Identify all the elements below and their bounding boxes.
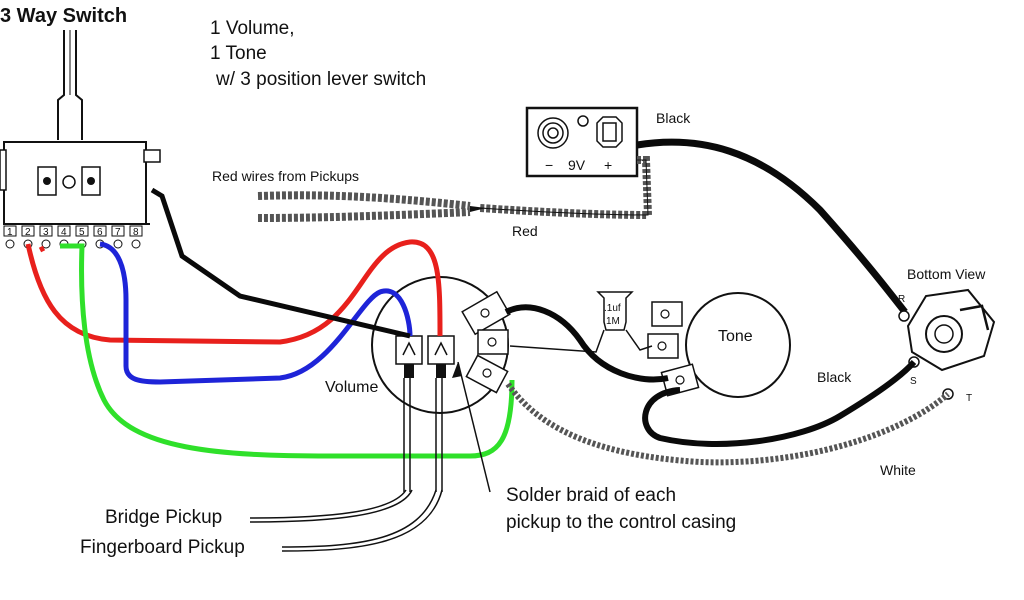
battery-9v: − 9V + xyxy=(525,106,639,178)
tone-label: Tone xyxy=(718,328,753,345)
black-right-label: Black xyxy=(817,369,852,385)
terminal-7-label: 7 xyxy=(115,227,121,238)
battery-black-wire xyxy=(636,138,908,315)
red-switch-wire xyxy=(25,239,443,345)
output-jack xyxy=(898,288,996,400)
battery-voltage-label: 9V xyxy=(568,157,586,173)
black-top-label: Black xyxy=(656,110,691,126)
note-arrow xyxy=(457,361,491,493)
note-line-1: Solder braid of each xyxy=(506,485,676,506)
jack-s-label: S xyxy=(910,376,917,387)
bridge-pickup-label: Bridge Pickup xyxy=(105,507,222,528)
switch-terminals: 1 2 3 4 5 6 7 8 xyxy=(3,225,143,238)
tone-to-jack-black-wire xyxy=(642,359,917,447)
braid-ground-wire xyxy=(505,382,950,466)
pickup-red-twisted-wire-bottom xyxy=(257,208,471,222)
terminal-2-label: 2 xyxy=(25,227,31,238)
pickup-leads xyxy=(403,378,443,492)
green-switch-wire xyxy=(60,243,515,459)
capacitor-value-label: .1uf xyxy=(604,303,621,314)
volume-to-tone-black-wire xyxy=(504,304,669,383)
description-line-3: w/ 3 position lever switch xyxy=(215,69,426,90)
terminal-6-label: 6 xyxy=(97,227,103,238)
battery-minus-label: − xyxy=(545,157,553,173)
terminal-3-label: 3 xyxy=(43,227,49,238)
tone-capacitor: .1uf 1M xyxy=(509,291,653,353)
terminal-8-label: 8 xyxy=(133,227,139,238)
jack-t-label: T xyxy=(966,393,972,404)
jack-r-label: R xyxy=(898,294,905,305)
bridge-pickup-leader xyxy=(249,489,407,519)
diagram-title: 3 Way Switch xyxy=(0,5,127,27)
pickup-red-twisted-wire-top xyxy=(257,191,471,210)
fingerboard-pickup-leader xyxy=(281,489,437,548)
battery-plus-label: + xyxy=(604,157,612,173)
black-switch-wire xyxy=(150,187,411,339)
blue-switch-wire xyxy=(99,241,413,385)
fingerboard-pickup-label: Fingerboard Pickup xyxy=(80,537,245,558)
red-wires-label: Red wires from Pickups xyxy=(212,168,359,184)
capacitor-code-label: 1M xyxy=(606,316,620,327)
tone-pot xyxy=(647,292,791,398)
red-label: Red xyxy=(512,223,538,239)
volume-label: Volume xyxy=(325,379,378,396)
note-line-2: pickup to the control casing xyxy=(506,512,736,533)
terminal-4-label: 4 xyxy=(61,227,67,238)
white-label: White xyxy=(880,462,916,478)
three-way-switch: 1 2 3 4 5 6 7 8 xyxy=(0,30,161,249)
description-line-2: 1 Tone xyxy=(210,43,267,64)
description-line-1: 1 Volume, xyxy=(210,18,295,39)
terminal-5-label: 5 xyxy=(79,227,85,238)
terminal-1-label: 1 xyxy=(7,227,13,238)
bottom-view-label: Bottom View xyxy=(907,266,986,282)
red-pickup-wire-left xyxy=(38,245,46,253)
